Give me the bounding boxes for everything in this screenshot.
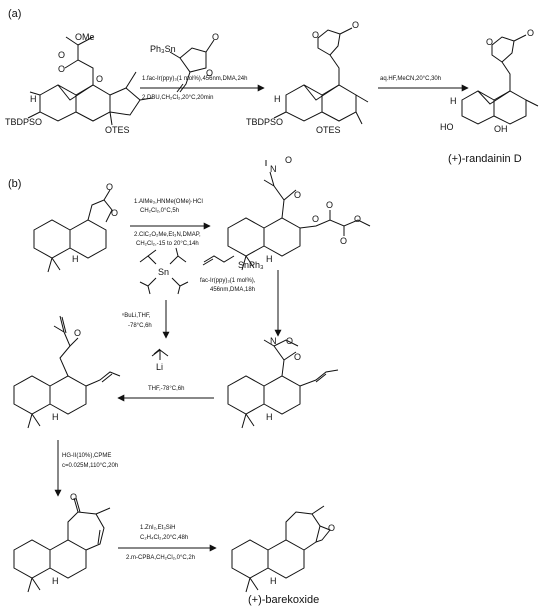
sm-a-o1: O	[58, 50, 65, 60]
scheme-a-starting-material: OMe O O O H TBDPSO OTES	[5, 32, 153, 135]
scheme-b-step6-line1: 1.ZnI₂,Et₃SiH	[140, 525, 175, 531]
wa-o1: O	[286, 336, 293, 346]
panel-b-label: (b)	[8, 178, 21, 190]
reagent-a-sn: Ph₃Sn	[150, 44, 176, 54]
panel-a-label: (a)	[8, 8, 21, 20]
prod-a-ho: HO	[440, 122, 454, 132]
scheme-a-step1-line2: 2.DBU,CH₂Cl₂,20°C,20min	[142, 95, 213, 101]
reagent-a-o-ring: O	[206, 68, 213, 78]
prod-a-oh: OH	[494, 124, 508, 134]
ox-o4: O	[326, 200, 333, 210]
ox-n: N	[270, 164, 277, 174]
scheme-b-step1-line3: 2.ClC₂O₂Me,Et₃N,DMAP,	[134, 232, 201, 238]
scheme-a-stannane-reagent: Ph₃Sn O O	[150, 32, 219, 93]
scheme-b-enone: O H	[13, 492, 111, 593]
randainin-d-name: (+)-randainin D	[448, 153, 522, 165]
int-a-o-carbonyl: O	[352, 20, 359, 30]
ox-o3: O	[312, 214, 319, 224]
scheme-b-step6-line2: C₂H₄Cl₂,20°C,48h	[140, 535, 188, 541]
vinyl-li: Li	[156, 362, 163, 372]
sm-b-o-ring: O	[111, 208, 118, 218]
scheme-b-starting-lactone: O O H	[33, 182, 118, 273]
scheme-b-weinreb-amide: N O O H	[227, 336, 339, 429]
ox-o2: O	[294, 190, 301, 200]
allyl-sn-label: SnPh₃	[238, 260, 264, 270]
barekoxide-o: O	[328, 523, 335, 533]
int-a-h: H	[274, 94, 281, 104]
scheme-a-product-randainin-d: O O H HO OH	[440, 28, 539, 134]
scheme-b-step5-line2: c=0.025M,110°C,20h	[62, 463, 118, 469]
ketone-o: O	[74, 328, 81, 338]
prod-a-o-carbonyl: O	[527, 28, 534, 38]
prod-a-o-ring: O	[486, 37, 493, 47]
sm-b-o-carbonyl: O	[106, 182, 113, 192]
wa-n: N	[270, 336, 277, 346]
ox-o6: O	[354, 214, 361, 224]
int-a-o-ring: O	[312, 30, 319, 40]
wa-o2: O	[294, 352, 301, 362]
sm-b-h: H	[72, 254, 79, 264]
scheme-b-step2-line2: 456nm,DMA,18h	[210, 287, 255, 293]
wa-h: H	[266, 412, 273, 422]
scheme-b-step3-line1: ⁿBuLi,THF,	[122, 312, 151, 319]
scheme-a-step2-line1: aq.HF,MeCN,20°C,30h	[380, 76, 441, 82]
barekoxide-name: (+)-barekoxide	[248, 594, 319, 606]
scheme-b-step3-line2: -78°C,6h	[128, 323, 152, 329]
scheme-a-intermediate: O O H TBDPSO OTES	[246, 20, 369, 135]
ox-h: H	[266, 254, 273, 264]
scheme-a-step1-line1: 1.fac-Ir(ppy)₃(1 mol%),456nm,DMA,24h	[142, 76, 247, 82]
barekoxide-h: H	[270, 576, 277, 586]
scheme-b-tetravinyltin: Sn	[139, 247, 189, 295]
ox-o1: O	[285, 155, 292, 165]
scheme-b-step1-line4: CH₂Cl₂,-15 to 20°C,14h	[136, 241, 199, 247]
scheme-b-step5-line1: HG-II(10%),CPME	[62, 453, 111, 459]
scheme-b-step1-line2: CH₂Cl₂,0°C,5h	[140, 208, 179, 214]
reagent-a-o-carbonyl: O	[212, 32, 219, 42]
sm-a-h: H	[30, 94, 37, 104]
scheme-b-product-barekoxide: O H	[231, 505, 335, 593]
tetravinyl-sn: Sn	[158, 267, 169, 277]
sm-a-o2: O	[58, 64, 65, 74]
scheme-b-ketone: O H	[13, 315, 121, 429]
scheme-b-vinyllithium: Li	[151, 348, 169, 372]
int-a-otes: OTES	[316, 125, 341, 135]
enone-o: O	[70, 492, 77, 502]
prod-a-h: H	[450, 96, 457, 106]
scheme-b-oxalate-amide: N O O O O O O H	[227, 155, 371, 271]
scheme-b-allyl-stannane: SnPh₃	[202, 255, 264, 270]
sm-a-o3: O	[96, 74, 103, 84]
scheme-b-step2-line1: fac-Ir(ppy)₃(1 mol%),	[200, 278, 256, 284]
scheme-b-step4-line1: THF,-78°C,6h	[148, 386, 184, 392]
enone-h: H	[52, 576, 59, 586]
ox-o5: O	[340, 236, 347, 246]
int-a-tbdpso: TBDPSO	[246, 117, 283, 127]
scheme-b-step6-line3: 2.m-CPBA,CH₂Cl₂,0°C,2h	[126, 555, 195, 561]
sm-a-ome: OMe	[75, 32, 95, 42]
ketone-h: H	[52, 412, 59, 422]
scheme-b-step1-line1: 1.AlMe₃,HNMe(OMe)·HCl	[134, 199, 203, 205]
sm-a-otes: OTES	[105, 125, 130, 135]
sm-a-tbdpso: TBDPSO	[5, 117, 42, 127]
